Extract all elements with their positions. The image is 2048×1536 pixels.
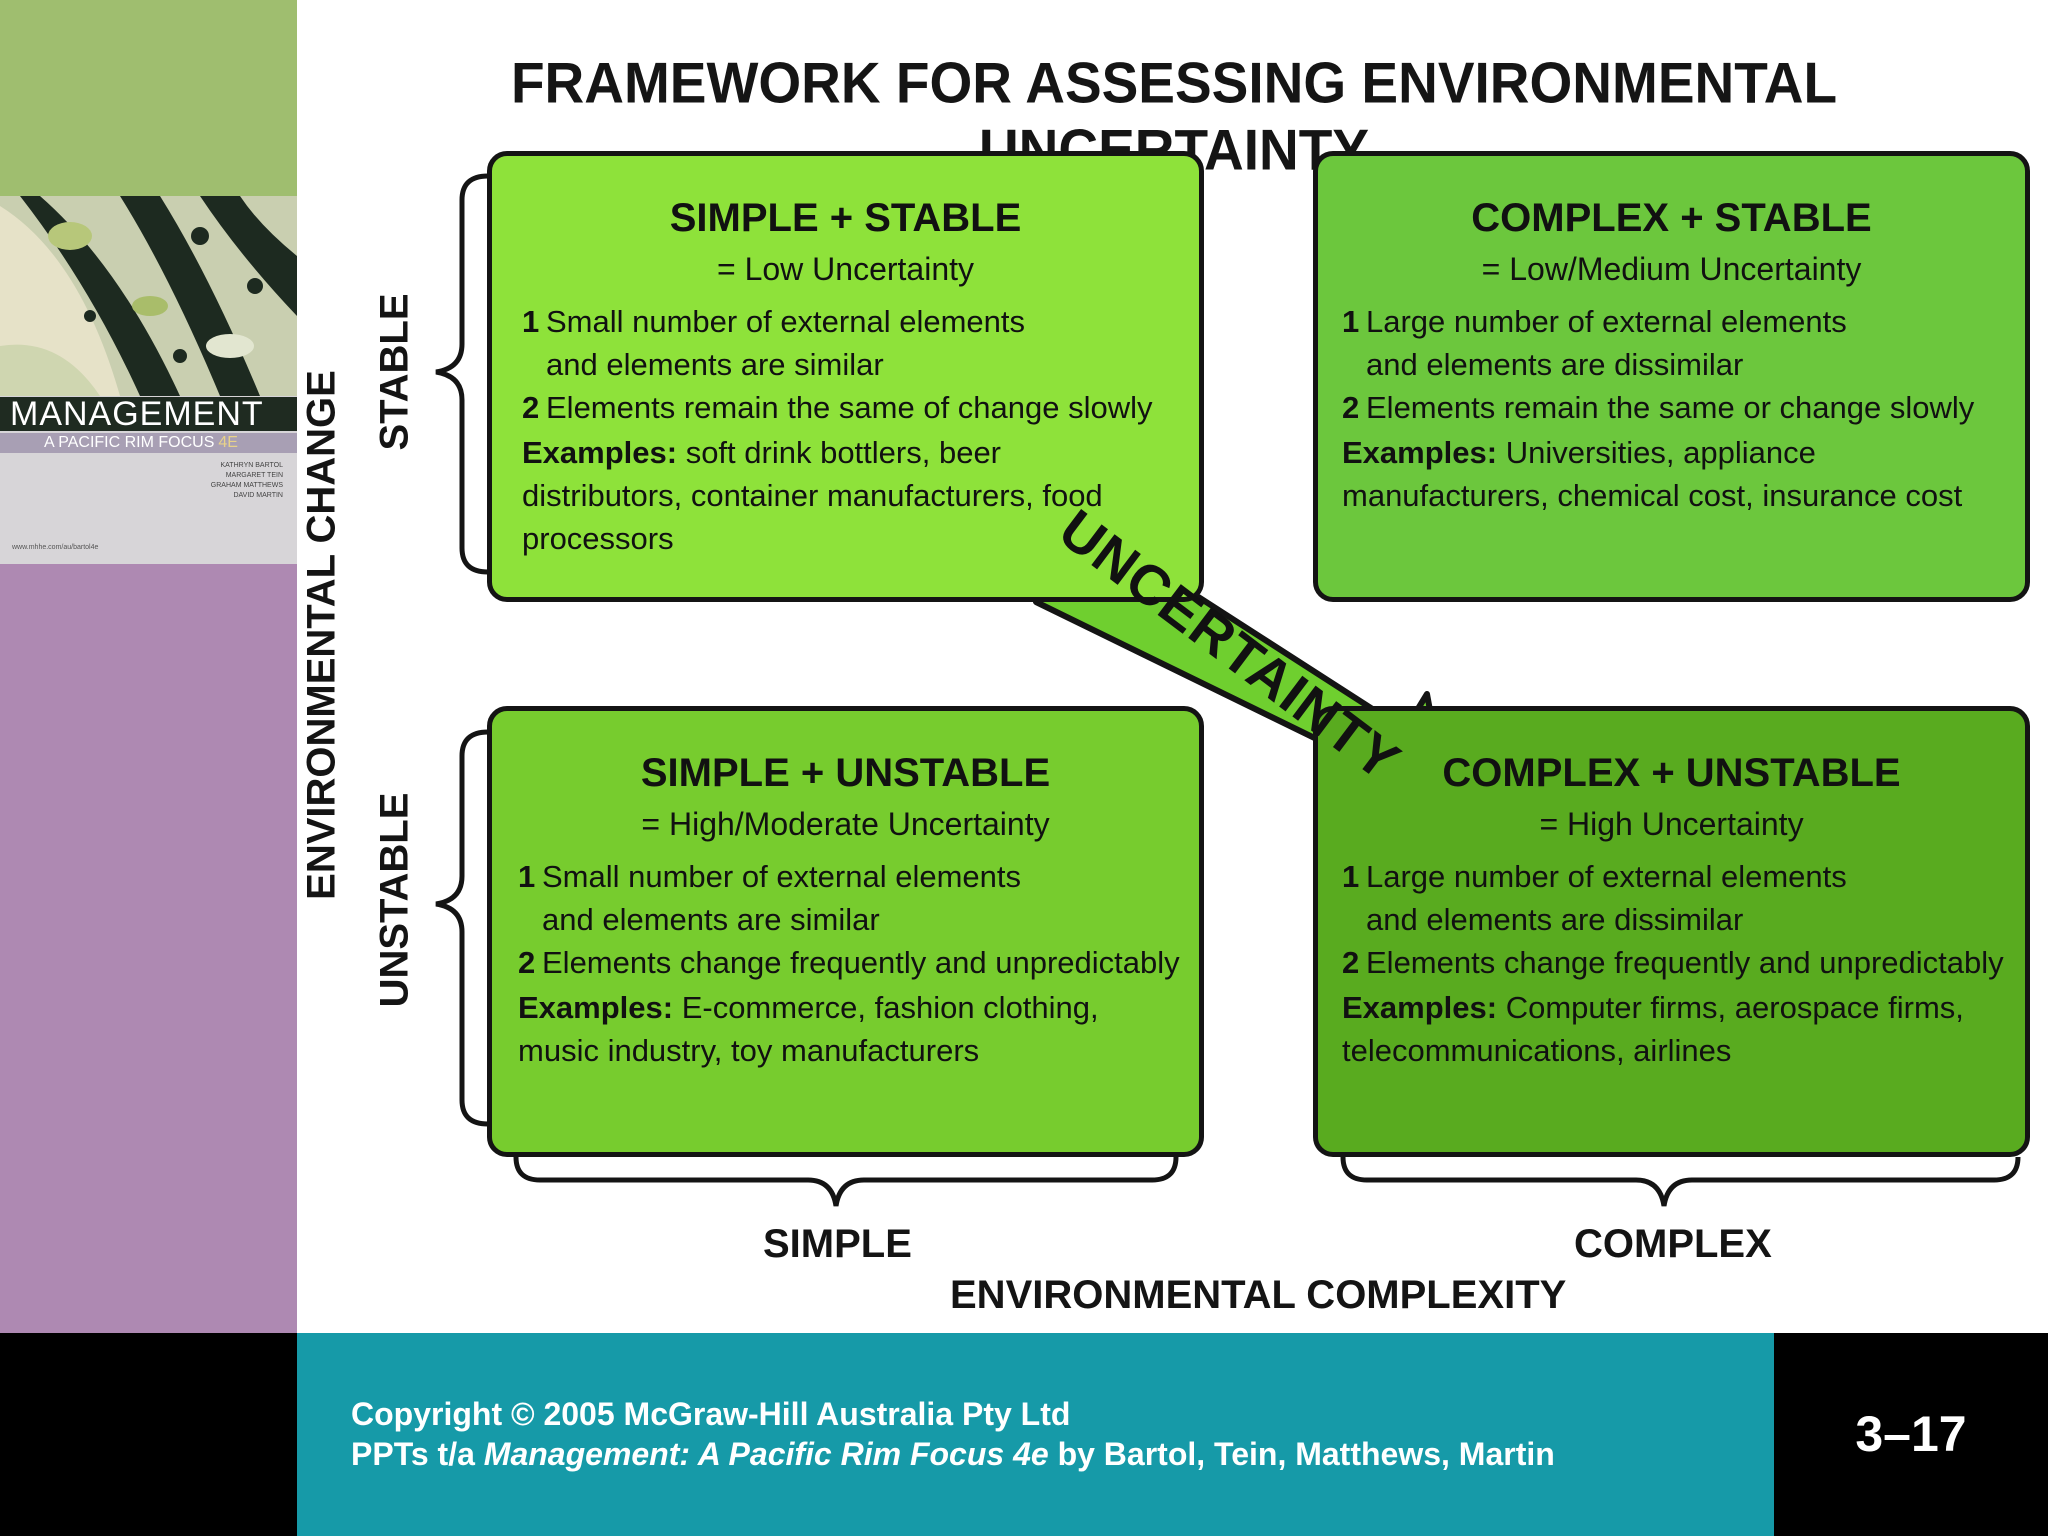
sidebar-top-panel bbox=[0, 0, 297, 196]
footer-book-title: Management: A Pacific Rim Focus 4e bbox=[483, 1436, 1049, 1472]
examples-label: Examples: bbox=[522, 435, 678, 470]
item-number: 1 bbox=[1342, 859, 1360, 894]
item-number: 1 bbox=[522, 304, 540, 339]
cover-edition: 4E bbox=[218, 434, 238, 451]
item-number: 2 bbox=[518, 945, 536, 980]
cover-author: GRAHAM MATTHEWS bbox=[210, 482, 283, 489]
quadrant-examples: Examples: Computer firms, aerospace firm… bbox=[1342, 986, 1982, 1072]
quadrant-simple-unstable: SIMPLE + UNSTABLE = High/Moderate Uncert… bbox=[487, 706, 1204, 1157]
cover-title: MANAGEMENT bbox=[0, 397, 297, 431]
brace-unstable bbox=[435, 729, 489, 1127]
cover-author: KATHRYN BARTOL bbox=[220, 462, 283, 469]
examples-text: Computer firms, aerospace firms, telecom… bbox=[1342, 990, 1964, 1068]
examples-text: soft drink bottlers, beer distributors, … bbox=[522, 435, 1103, 556]
item-number: 1 bbox=[1342, 304, 1360, 339]
footer-bar bbox=[297, 1333, 1774, 1536]
cover-subtitle-text: A PACIFIC RIM FOCUS bbox=[44, 434, 215, 451]
examples-text: Universities, appliance manufacturers, c… bbox=[1342, 435, 1963, 513]
brace-simple bbox=[513, 1156, 1179, 1207]
item-text: Small number of external elements and el… bbox=[546, 304, 1026, 382]
item-text: Large number of external elements and el… bbox=[1366, 304, 1847, 382]
quadrant-complex-stable: COMPLEX + STABLE = Low/Medium Uncertaint… bbox=[1313, 151, 2030, 602]
footer-ppt-prefix: PPTs t/a bbox=[351, 1436, 484, 1472]
quadrant-uncertainty: = Low Uncertainty bbox=[716, 251, 974, 287]
item-text: Small number of external elements and el… bbox=[542, 859, 1022, 937]
examples-label: Examples: bbox=[1342, 435, 1498, 470]
examples-text: E-commerce, fashion clothing, music indu… bbox=[518, 990, 1099, 1068]
item-text: Elements change frequently and unpredict… bbox=[1366, 945, 2004, 980]
brace-complex bbox=[1340, 1156, 2021, 1207]
footer-right-panel bbox=[1774, 1333, 2048, 1536]
cover-author: DAVID MARTIN bbox=[233, 492, 283, 499]
item-number: 2 bbox=[1342, 945, 1360, 980]
cover-url: www.mhhe.com/au/bartol4e bbox=[12, 544, 99, 551]
y-axis-title: ENVIRONMENTAL CHANGE bbox=[299, 370, 344, 900]
quadrant-uncertainty: = Low/Medium Uncertainty bbox=[1481, 251, 1862, 287]
quadrant-uncertainty: = High/Moderate Uncertainty bbox=[641, 806, 1050, 842]
item-number: 1 bbox=[518, 859, 536, 894]
item-number: 2 bbox=[522, 390, 540, 425]
x-axis-label-complex: COMPLEX bbox=[1574, 1222, 1772, 1266]
slide-number: 3–17 bbox=[1855, 1406, 1967, 1462]
item-text: Elements change frequently and unpredict… bbox=[542, 945, 1180, 980]
brace-stable bbox=[435, 173, 489, 575]
cover-authors: KATHRYN BARTOL MARGARET TEIN GRAHAM MATT… bbox=[211, 461, 283, 501]
butterfly-wing-artwork bbox=[0, 196, 297, 396]
y-axis-label-stable: STABLE bbox=[372, 293, 417, 451]
quadrant-title: SIMPLE + STABLE bbox=[669, 196, 1022, 240]
x-axis-label-simple: SIMPLE bbox=[763, 1222, 912, 1266]
quadrant-title: SIMPLE + UNSTABLE bbox=[640, 751, 1051, 795]
item-text: Large number of external elements and el… bbox=[1366, 859, 1847, 937]
item-number: 2 bbox=[1342, 390, 1360, 425]
footer-authors: by Bartol, Tein, Matthews, Martin bbox=[1048, 1436, 1555, 1472]
quadrant-uncertainty: = High Uncertainty bbox=[1539, 806, 1804, 842]
x-axis-title: ENVIRONMENTAL COMPLEXITY bbox=[950, 1273, 1567, 1317]
sidebar-bottom-panel bbox=[0, 564, 297, 1333]
examples-label: Examples: bbox=[518, 990, 674, 1025]
quadrant-examples: Examples: E-commerce, fashion clothing, … bbox=[518, 986, 1118, 1072]
footer-left-panel bbox=[0, 1333, 297, 1536]
footer-copyright: Copyright © 2005 McGraw-Hill Australia P… bbox=[351, 1396, 1071, 1432]
cover-author: MARGARET TEIN bbox=[225, 472, 283, 479]
y-axis-label-unstable: UNSTABLE bbox=[372, 792, 417, 1008]
item-text: Elements remain the same of change slowl… bbox=[546, 390, 1153, 425]
quadrant-title: COMPLEX + UNSTABLE bbox=[1442, 751, 1901, 795]
diagram-title: FRAMEWORK FOR ASSESSING ENVIRONMENTAL UN… bbox=[510, 49, 1838, 183]
examples-label: Examples: bbox=[1342, 990, 1498, 1025]
quadrant-examples: Examples: Universities, appliance manufa… bbox=[1342, 431, 2022, 517]
quadrant-examples: Examples: soft drink bottlers, beer dist… bbox=[522, 431, 1162, 560]
quadrant-title: COMPLEX + STABLE bbox=[1471, 196, 1872, 240]
footer-credits: PPTs t/a Management: A Pacific Rim Focus… bbox=[351, 1436, 1555, 1473]
item-text: Elements remain the same or change slowl… bbox=[1366, 390, 1975, 425]
